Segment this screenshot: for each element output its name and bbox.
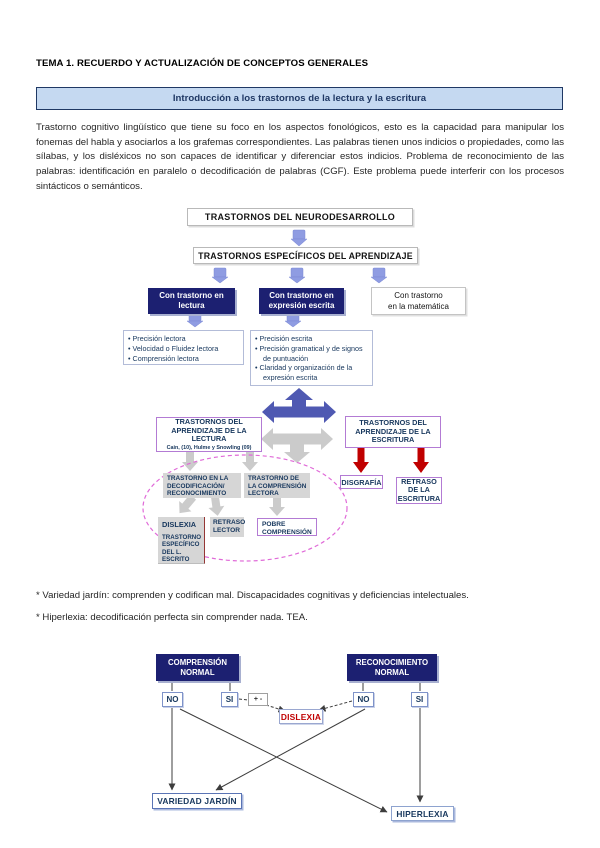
box-disgrafia-label: DISGRAFÍA <box>341 477 382 487</box>
list-item: Precisión lectora <box>128 334 240 344</box>
box-trastorno-lectura-label: Con trastorno en lectura <box>159 291 224 310</box>
box-dislexia-result-label: DISLEXIA <box>280 711 322 722</box>
tri-arrow-blue <box>262 388 336 423</box>
box-dislexia-result: DISLEXIA <box>279 709 323 724</box>
tri-arrow-gray <box>261 428 333 463</box>
box-comprension-normal-label: COMPRENSIÓN NORMAL <box>168 657 227 677</box>
option-si-right-label: SI <box>415 695 424 704</box>
option-si-right: SI <box>411 692 428 707</box>
box-variedad-jardin-label: VARIEDAD JARDÍN <box>157 796 237 806</box>
box-trastorno-matematica-line1: Con trastorno <box>394 291 443 300</box>
box-variedad-jardin: VARIEDAD JARDÍN <box>152 793 242 809</box>
box-retraso-escritura: RETRASO DE LA ESCRITURA <box>396 477 442 504</box>
box-dislexia: DISLEXIA TRASTORNO ESPECÍFICO DEL L. ESC… <box>158 517 205 564</box>
option-no-left: NO <box>162 692 183 707</box>
box-disgrafia: DISGRAFÍA <box>340 475 383 489</box>
box-dislexia-sub: TRASTORNO ESPECÍFICO DEL L. ESCRITO <box>162 534 202 564</box>
box-neurodesarrollo-label: TRASTORNOS DEL NEURODESARROLLO <box>204 212 396 222</box>
option-no-left-label: NO <box>166 695 179 704</box>
box-comprension-lectora-label: TRASTORNO DE LA COMPRENSIÓN LECTORA <box>248 475 307 498</box>
box-hiperlexia: HIPERLEXIA <box>391 806 454 821</box>
note-variedad-jardin: * Variedad jardín: comprenden y codifica… <box>36 590 469 601</box>
box-comprension-normal: COMPRENSIÓN NORMAL <box>156 654 239 681</box>
box-trastorno-escrita: Con trastorno en expresión escrita <box>259 288 344 314</box>
box-aprendizaje-escritura: TRASTORNOS DEL APRENDIZAJE DE LA ESCRITU… <box>345 416 441 448</box>
box-retraso-lector-label: RETRASO LECTOR <box>213 519 246 534</box>
box-especificos: TRASTORNOS ESPECÍFICOS DEL APRENDIZAJE <box>193 247 418 264</box>
box-trastorno-matematica: Con trastorno en la matemática <box>371 287 466 315</box>
option-si-left-label: SI <box>225 695 234 704</box>
option-no-right: NO <box>353 692 374 707</box>
box-aprendizaje-lectura-cite: Cain, (10), Hulme y Snowling (09) <box>166 444 252 451</box>
box-pobre-comprension: POBRE COMPRENSIÓN <box>257 518 317 536</box>
list-item: Claridad y organización de la expresión … <box>255 363 369 383</box>
intro-paragraph: Trastorno cognitivo lingüístico que tien… <box>36 122 564 192</box>
box-decodificacion-label: TRASTORNO EN LA DECODIFICACIÓN/ RECONOCI… <box>167 475 229 498</box>
list-item: Velocidad o Fluidez lectora <box>128 344 240 354</box>
list-lectura-criteria: Precisión lectora Velocidad o Fluidez le… <box>123 330 244 365</box>
arrow-down-icon <box>186 312 204 328</box>
box-retraso-escritura-label: RETRASO DE LA ESCRITURA <box>397 476 441 503</box>
box-decodificacion: TRASTORNO EN LA DECODIFICACIÓN/ RECONOCI… <box>163 473 241 498</box>
box-pobre-comprension-label: POBRE COMPRENSIÓN <box>262 521 312 536</box>
option-si-left: SI <box>221 692 238 707</box>
box-dislexia-label: DISLEXIA <box>162 520 197 529</box>
arrow-down-icon <box>211 267 229 284</box>
box-retraso-lector: RETRASO LECTOR <box>210 517 246 537</box>
list-item: Comprensión lectora <box>128 354 240 364</box>
box-aprendizaje-escritura-title: TRASTORNOS DEL APRENDIZAJE DE LA ESCRITU… <box>355 418 431 445</box>
list-escrita-criteria: Precisión escrita Precisión gramatical y… <box>250 330 373 386</box>
box-hiperlexia-label: HIPERLEXIA <box>396 808 449 819</box>
option-no-right-label: NO <box>357 695 370 704</box>
list-item: Precisión escrita <box>255 334 369 344</box>
plus-minus-label: + - <box>253 696 263 703</box>
box-trastorno-escrita-label: Con trastorno en expresión escrita <box>268 291 335 310</box>
note-hiperlexia: * Hiperlexia: decodificación perfecta si… <box>36 612 308 623</box>
arrow-down-icon <box>370 267 388 284</box>
arrow-down-icon <box>288 267 306 284</box>
plus-minus-box: + - <box>248 693 268 706</box>
box-neurodesarrollo: TRASTORNOS DEL NEURODESARROLLO <box>187 208 413 226</box>
box-comprension-lectora: TRASTORNO DE LA COMPRENSIÓN LECTORA <box>244 473 310 498</box>
box-aprendizaje-lectura-title: TRASTORNOS DEL APRENDIZAJE DE LA LECTURA <box>171 417 247 444</box>
page-title: TEMA 1. RECUERDO Y ACTUALIZACIÓN DE CONC… <box>36 58 369 69</box>
section-banner-label: Introducción a los trastornos de la lect… <box>172 93 427 104</box>
box-trastorno-matematica-line2: en la matemática <box>388 302 449 311</box>
box-especificos-label: TRASTORNOS ESPECÍFICOS DEL APRENDIZAJE <box>198 250 413 261</box>
box-aprendizaje-lectura: TRASTORNOS DEL APRENDIZAJE DE LA LECTURA… <box>156 417 262 452</box>
list-item: Precisión gramatical y de signos de punt… <box>255 344 369 364</box>
box-trastorno-lectura: Con trastorno en lectura <box>148 288 235 314</box>
section-banner: Introducción a los trastornos de la lect… <box>36 87 563 110</box>
box-reconocimiento-normal: RECONOCIMIENTO NORMAL <box>347 654 437 681</box>
arrow-down-icon <box>284 312 302 328</box>
box-reconocimiento-normal-label: RECONOCIMIENTO NORMAL <box>355 657 429 677</box>
arrow-down-icon <box>290 229 308 247</box>
red-arrows <box>353 448 429 473</box>
